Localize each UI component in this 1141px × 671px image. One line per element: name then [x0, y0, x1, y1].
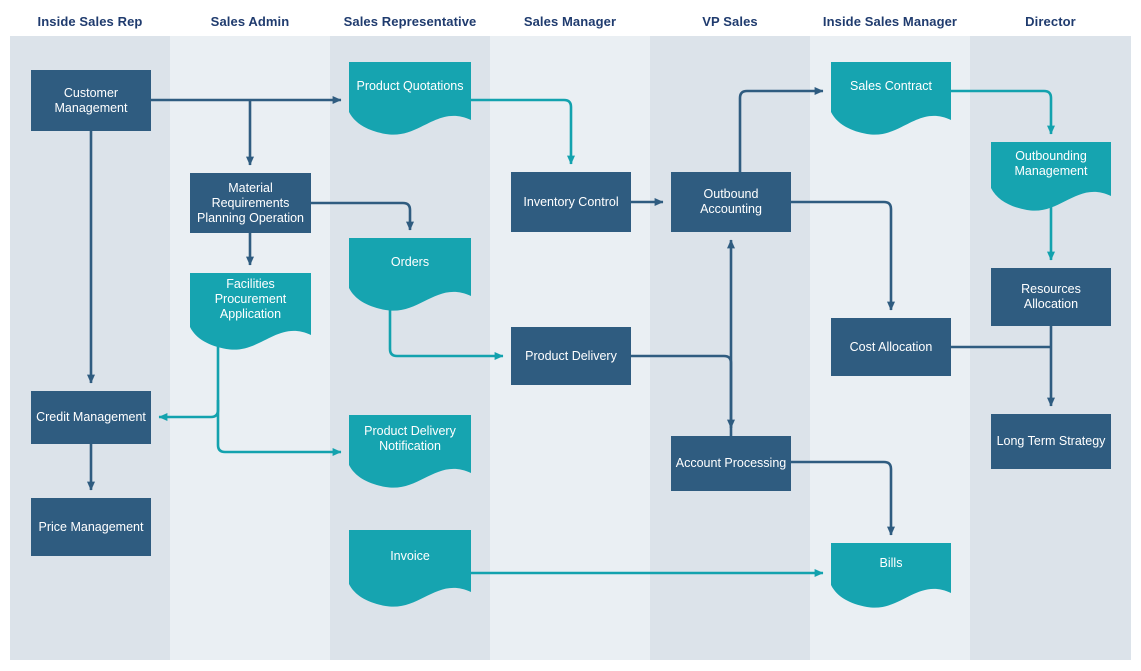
connector-e-sc-oa — [738, 87, 824, 202]
node-outbound-accounting[interactable] — [671, 172, 791, 232]
node-sales-contract[interactable] — [831, 62, 951, 135]
node-facilities-procurement[interactable] — [190, 273, 311, 350]
node-orders[interactable] — [349, 238, 471, 311]
node-material-requirements-planning[interactable] — [190, 173, 311, 233]
node-cost-allocation[interactable] — [831, 318, 951, 376]
lane-header-sales-representative: Sales Representative — [343, 14, 477, 29]
lane-header-inside-sales-rep: Inside Sales Rep — [37, 14, 143, 29]
lane-header-vp-sales: VP Sales — [702, 14, 758, 29]
connector-e-ord-pd — [388, 300, 504, 360]
lane-header-sales-manager: Sales Manager — [523, 14, 617, 29]
node-account-processing[interactable] — [671, 436, 791, 491]
node-outbounding-management[interactable] — [991, 142, 1111, 211]
node-product-delivery[interactable] — [511, 327, 631, 385]
node-price-management[interactable] — [31, 498, 151, 556]
lane-header-inside-sales-manager: Inside Sales Manager — [822, 14, 958, 29]
connector-e-sc-om — [951, 89, 1055, 135]
node-long-term-strategy[interactable] — [991, 414, 1111, 469]
connector-e-pq-inv — [471, 98, 575, 165]
lane-header-director: Director — [1025, 14, 1076, 29]
connector-e-mrp-ord — [311, 201, 414, 231]
node-product-delivery-notification[interactable] — [349, 415, 471, 488]
connector-layer — [87, 87, 1055, 577]
node-bills[interactable] — [831, 543, 951, 608]
connector-e-oa-ca — [791, 200, 895, 311]
node-product-quotations[interactable] — [349, 62, 471, 135]
node-credit-management[interactable] — [31, 391, 151, 444]
lane-header-sales-admin: Sales Admin — [210, 14, 290, 29]
node-invoice[interactable] — [349, 530, 471, 607]
connector-e-fpa-pdn — [216, 400, 342, 456]
node-inventory-control[interactable] — [511, 172, 631, 232]
node-shapes-layer — [31, 62, 1111, 608]
connector-e-ap-bills — [791, 460, 895, 536]
node-customer-management[interactable] — [31, 70, 151, 131]
node-resources-allocation[interactable] — [991, 268, 1111, 326]
